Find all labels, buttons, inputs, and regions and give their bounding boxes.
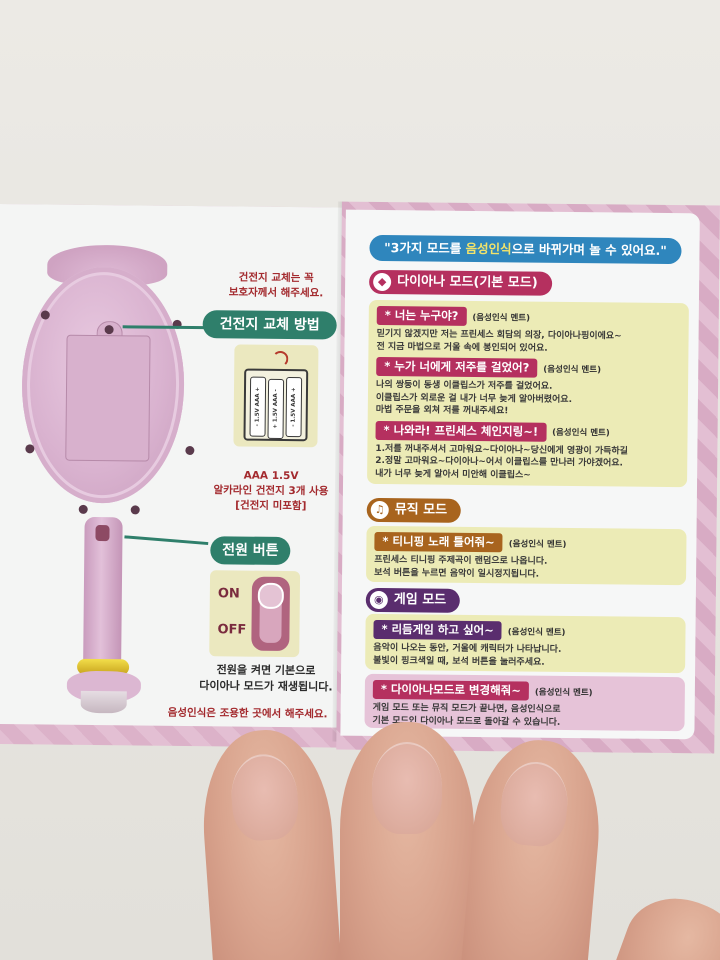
- voice-phrase: * 다이아나모드로 변경해줘~: [372, 679, 530, 701]
- phrase-description: 1.저를 꺼내주셔서 고마워요~다이아나~당신에게 영광이 가득하길 2.정말 …: [375, 443, 629, 481]
- decor-gem: [25, 444, 35, 454]
- fingernail: [497, 759, 571, 849]
- right-page: "3가지 모드를 음성인식으로 바뀌가며 놀 수 있어요." ◆ 다이아나 모드…: [336, 201, 720, 754]
- finger: [340, 722, 474, 960]
- music-note-icon: ♫: [370, 500, 389, 520]
- headline-banner: "3가지 모드를 음성인식으로 바뀌가며 놀 수 있어요.": [369, 234, 682, 265]
- voice-command-row: * 너는 누구야? (음성인식 멘트): [376, 305, 681, 328]
- voice-phrase: * 티니핑 노래 틀어줘~: [374, 531, 503, 553]
- phrase-description: 믿기지 않겠지만 저는 프린세스 회담의 의장, 다이아나핑이에요~ 전 지금 …: [376, 328, 622, 354]
- switch-on-label: ON: [217, 586, 240, 602]
- phrase-description: 나의 쌍둥이 동생 이클립스가 저주를 걸었어요. 이클립스가 외로운 걸 내가…: [375, 379, 573, 417]
- voice-phrase: * 누가 너에게 저주를 걸었어?: [376, 356, 538, 378]
- battery-spec: AAA 1.5V 알카라인 건전지 3개 사용 [건전지 미포함]: [213, 469, 329, 513]
- power-title: 전원 버튼: [210, 536, 291, 566]
- battery-cell: + 1.5V AAA -: [267, 378, 285, 439]
- power-switch: [95, 525, 110, 542]
- decor-gem: [78, 504, 88, 514]
- voice-tag: (음성인식 멘트): [507, 626, 566, 638]
- jewel-button: [80, 690, 127, 714]
- decor-gem: [185, 445, 195, 456]
- music-mode-card: * 티니핑 노래 틀어줘~ (음성인식 멘트) 프린세스 티니핑 주제곡이 랜덤…: [366, 525, 687, 586]
- voice-command-row: * 티니핑 노래 틀어줘~ (음성인식 멘트): [374, 531, 678, 554]
- right-page-content: "3가지 모드를 음성인식으로 바뀌가며 놀 수 있어요." ◆ 다이아나 모드…: [340, 209, 700, 740]
- voice-tag: (음성인식 멘트): [552, 427, 610, 439]
- headline-highlight: 음성인식: [465, 240, 512, 257]
- mode-header-game: ◉ 게임 모드: [365, 587, 461, 613]
- game-mode-card: * 리듬게임 하고 싶어~ (음성인식 멘트) 음악이 나오는 동안, 거울에 …: [365, 613, 686, 674]
- switch-off-label: OFF: [217, 622, 247, 638]
- mode-header-diamond: ◆ 다이아나 모드(기본 모드): [369, 269, 552, 296]
- voice-tag: (음성인식 멘트): [543, 364, 602, 375]
- voice-tag: (음성인식 멘트): [472, 312, 531, 324]
- left-page: 건전지 교체는 꼭 보호자께서 해주세요. 건전지 교체 방법 - 1.5V A…: [0, 203, 348, 748]
- gamepad-icon: ◉: [369, 590, 388, 610]
- left-page-content: 건전지 교체는 꼭 보호자께서 해주세요. 건전지 교체 방법 - 1.5V A…: [0, 203, 348, 728]
- voice-phrase: * 너는 누구야?: [376, 305, 467, 326]
- decor-gem: [40, 310, 50, 320]
- magic-mirror-illustration: [1, 238, 216, 714]
- fingernail: [372, 742, 442, 834]
- battery-screw-icon: [104, 325, 114, 335]
- voice-phrase: * 리듬게임 하고 싶어~: [373, 619, 502, 641]
- voice-command-row: * 리듬게임 하고 싶어~ (음성인식 멘트): [373, 619, 677, 642]
- voice-command-row: * 나와라! 프린세스 체인지링~! (음성인식 멘트): [375, 420, 679, 442]
- power-switch-diagram: ON OFF: [209, 570, 301, 658]
- rotate-arrow-icon: [272, 350, 289, 368]
- battery-diagram: - 1.5V AAA + + 1.5V AAA - - 1.5V AAA +: [233, 344, 319, 448]
- voice-tag: (음성인식 멘트): [534, 687, 593, 698]
- flower-knob-icon: [257, 582, 284, 609]
- switch-track: [251, 576, 291, 652]
- power-description: 전원을 켜면 기본으로 다이아나 모드가 재생됩니다.: [199, 663, 333, 694]
- voice-tag: (음성인식 멘트): [508, 538, 567, 550]
- mode-header-music: ♫ 뮤직 모드: [366, 497, 462, 523]
- diamond-mode-card: * 너는 누구야? (음성인식 멘트) 믿기지 않겠지만 저는 프린세스 회담의…: [367, 299, 689, 488]
- voice-command-row: * 다이아나모드로 변경해줘~ (음성인식 멘트): [372, 679, 677, 702]
- battery-warning: 건전지 교체는 꼭 보호자께서 해주세요.: [228, 271, 324, 300]
- battery-cover: [65, 334, 151, 462]
- voice-note: 음성인식은 조용한 곳에서 해주세요.: [167, 706, 328, 721]
- fingernail: [228, 752, 301, 843]
- battery-tray: - 1.5V AAA + + 1.5V AAA - - 1.5V AAA +: [243, 368, 309, 442]
- voice-command-row: * 누가 너에게 저주를 걸었어? (음성인식 멘트): [376, 356, 680, 379]
- instruction-booklet: 건전지 교체는 꼭 보호자께서 해주세요. 건전지 교체 방법 - 1.5V A…: [0, 198, 720, 758]
- phrase-description: 프린세스 티니핑 주제곡이 랜덤으로 나옵니다. 보석 버튼을 누르면 음악이 …: [374, 554, 548, 580]
- diamond-icon: ◆: [373, 272, 392, 292]
- voice-phrase: * 나와라! 프린세스 체인지링~!: [375, 420, 547, 442]
- battery-cell: - 1.5V AAA +: [249, 376, 267, 437]
- battery-title: 건전지 교체 방법: [202, 310, 337, 340]
- decor-gem: [130, 505, 140, 515]
- phrase-description: 음악이 나오는 동안, 거울에 캐릭터가 나타납니다. 불빛이 핑크색일 때, …: [373, 642, 562, 668]
- battery-cell: - 1.5V AAA +: [285, 377, 303, 438]
